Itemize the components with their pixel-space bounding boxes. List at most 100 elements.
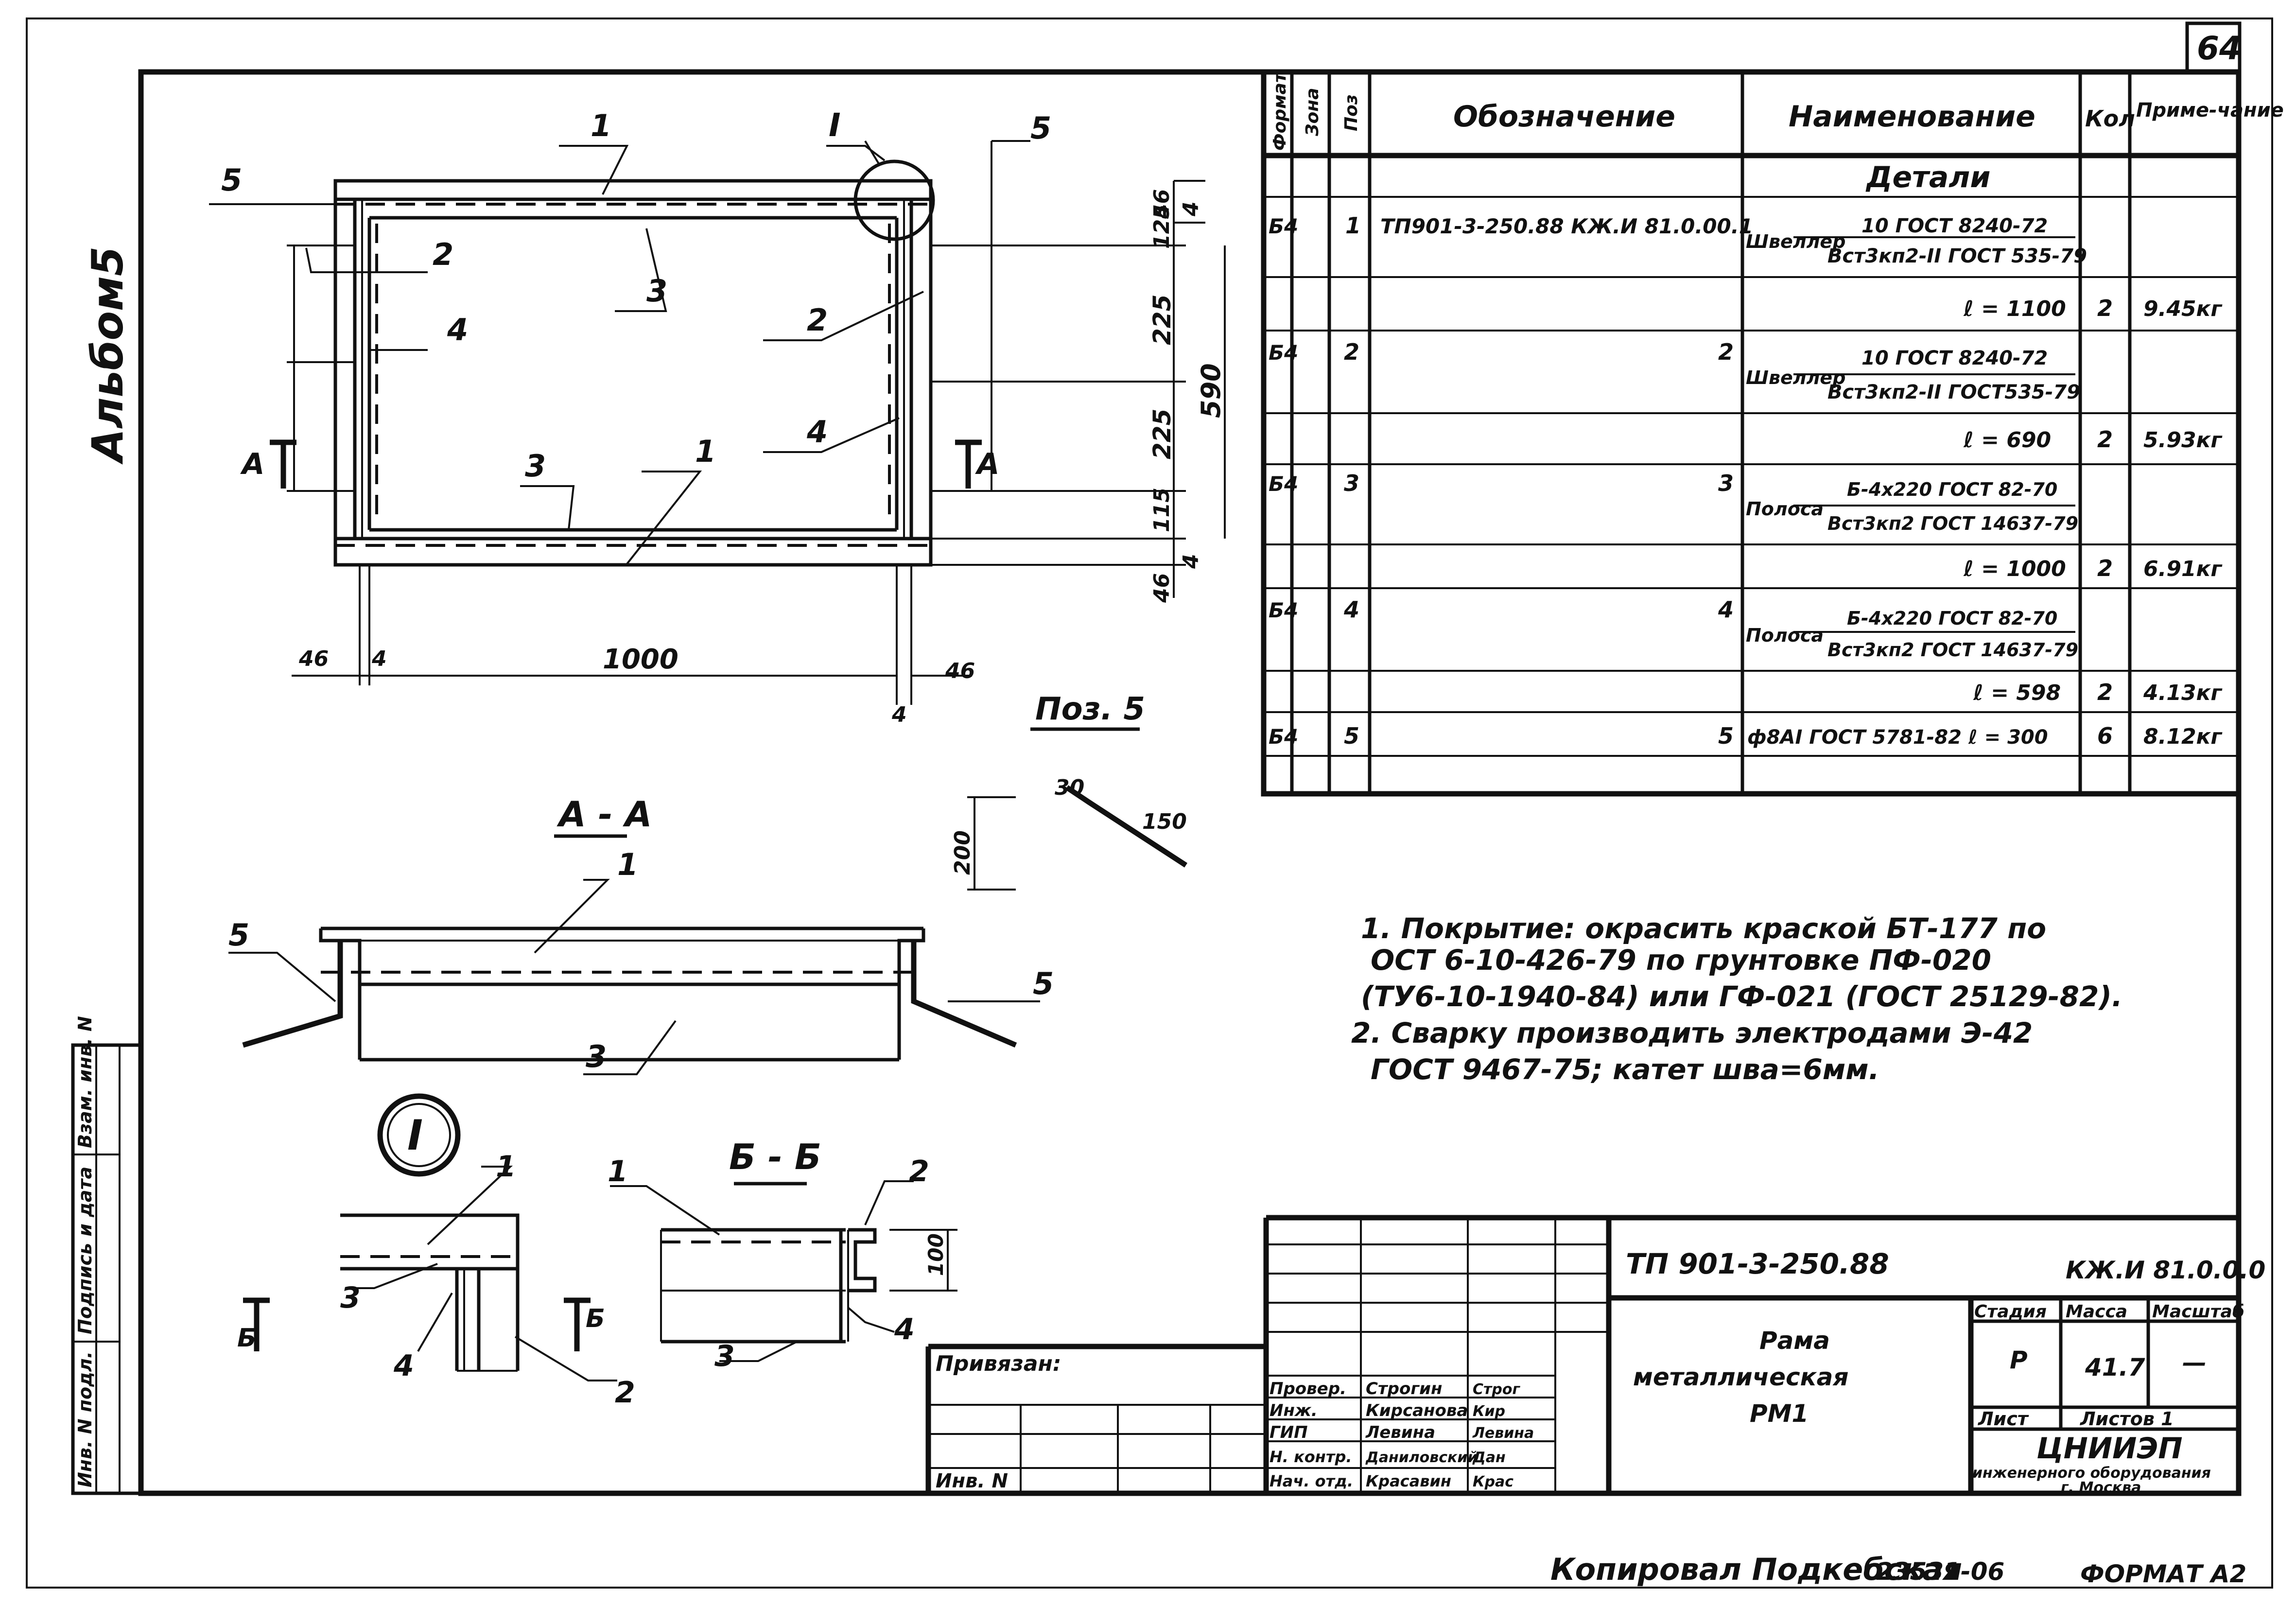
spec-row-1-qty: 2	[2097, 295, 2113, 321]
sign-name-3: Левина	[1365, 1423, 1435, 1442]
section-bb-view	[610, 1180, 957, 1362]
pos5-dim-200: 200	[950, 830, 975, 875]
spec-header-format: Формат	[1270, 71, 1290, 151]
spec-row-1-name-bottom: Вст3кп2-II ГОСТ 535-79	[1827, 245, 2087, 267]
spec-row-4-format: Б4	[1269, 598, 1298, 622]
pos5-dim-150: 150	[1142, 809, 1187, 834]
spec-row-2-qty: 2	[2097, 426, 2113, 453]
dim-1000: 1000	[603, 644, 678, 675]
spec-header-designation: Обозначение	[1453, 100, 1675, 134]
footer-copied-by: Копировал Подкебская	[1550, 1552, 1962, 1587]
title-stage-value: Р	[2010, 1346, 2028, 1374]
note-line-5: ГОСТ 9467-75; катет шва=6мм.	[1371, 1053, 1879, 1086]
spec-row-2-pos: 2	[1344, 339, 1359, 365]
dim-4-left: 4	[371, 647, 387, 671]
spec-header-qty: Кол	[2085, 105, 2135, 132]
sign-name-2: Кирсанова	[1366, 1401, 1468, 1420]
spec-row-3-name-prefix: Полоса	[1746, 498, 1824, 520]
dim-46-left: 46	[298, 647, 329, 671]
spec-row-3-name-bottom: Вст3кп2 ГОСТ 14637-79	[1827, 513, 2078, 534]
spec-row-3-designation: 3	[1718, 470, 1734, 496]
spec-header-pos: Поз	[1341, 94, 1361, 131]
pos5-view	[967, 727, 1187, 891]
sign-role-1: Провер.	[1270, 1379, 1346, 1398]
callout-3-bottom: 3	[525, 448, 546, 484]
note-line-4: 2. Сварку производить электродами Э-42	[1351, 1016, 2033, 1049]
stamp-inv-podl: Инв. N подл.	[74, 1351, 96, 1487]
dim-46-bottom: 46	[1149, 573, 1174, 603]
callout-4-right: 4	[806, 414, 828, 450]
title-inv-label: Инв. N	[936, 1470, 1008, 1492]
title-project-code: ТП 901-3-250.88	[1626, 1247, 1889, 1280]
album-label: Альбом5	[83, 246, 133, 465]
spec-header-note: Приме-чание	[2136, 99, 2284, 122]
dim-115: 115	[1149, 488, 1174, 532]
sign-name-4: Даниловский	[1365, 1449, 1478, 1466]
section-aa-view	[228, 834, 1040, 1075]
spec-row-3-name-top: Б-4х220 ГОСТ 82-70	[1847, 479, 2057, 500]
sign-role-3: ГИП	[1270, 1423, 1308, 1442]
section-aa-callout-1: 1	[617, 847, 638, 882]
section-mark-a-right: А	[975, 447, 999, 481]
section-aa-callout-5-right: 5	[1033, 966, 1054, 1001]
callout-3-center: 3	[646, 273, 667, 309]
section-aa-title: А - А	[557, 794, 652, 835]
footer-format: ФОРМАТ А2	[2080, 1560, 2246, 1588]
spec-table-grid	[1261, 69, 2242, 797]
dim-46-right: 46	[945, 659, 975, 683]
detail-i-view	[243, 1093, 617, 1381]
spec-row-1-pos: 1	[1345, 212, 1361, 239]
spec-row-1-name-prefix: Швеллер	[1746, 231, 1845, 252]
sign-mark-5: Крас	[1473, 1473, 1513, 1490]
spec-row-3-length: ℓ = 1000	[1963, 557, 2066, 581]
spec-row-2-name-prefix: Швеллер	[1746, 367, 1845, 388]
note-line-3: (ТУ6-10-1940-84) или ГФ-021 (ГОСТ 25129-…	[1361, 980, 2122, 1013]
spec-row-2-note: 5.93кг	[2143, 428, 2223, 453]
spec-row-2-designation: 2	[1718, 339, 1734, 365]
spec-row-4-note: 4.13кг	[2143, 681, 2223, 705]
spec-row-2-name-bottom: Вст3кп2-II ГОСТ535-79	[1827, 381, 2080, 403]
main-view	[209, 140, 1226, 705]
title-mass-label: Масса	[2066, 1302, 2127, 1322]
spec-row-5-name: ф8АI ГОСТ 5781-82 ℓ = 300	[1747, 726, 2048, 749]
spec-row-1-length: ℓ = 1100	[1963, 297, 2066, 321]
side-stamp: Инв. N подл. Подпись и дата Взам. инв. N	[71, 1016, 143, 1495]
dim-225-b: 225	[1148, 409, 1176, 459]
spec-row-3-pos: 3	[1344, 470, 1359, 496]
spec-row-5-note: 8.12кг	[2143, 724, 2223, 749]
spec-row-4-length: ℓ = 598	[1973, 681, 2061, 705]
title-name-line-2: металлическая	[1633, 1363, 1848, 1391]
callout-4-left: 4	[447, 312, 468, 348]
footer-order-number: 23531-06	[1876, 1557, 2004, 1586]
detail-i-callout-2: 2	[615, 1376, 635, 1410]
spec-row-3-note: 6.91кг	[2143, 557, 2223, 581]
spec-row-2-format: Б4	[1269, 341, 1298, 365]
stamp-signature-date: Подпись и дата	[74, 1167, 96, 1334]
title-sheet-code: КЖ.И 81.0.0.0	[2066, 1256, 2265, 1284]
callout-2-right: 2	[807, 302, 828, 338]
sign-role-4: Н. контр.	[1270, 1448, 1352, 1466]
spec-row-3-qty: 2	[2097, 555, 2113, 581]
dim-4-bottom: 4	[1179, 554, 1203, 569]
spec-row-5-format: Б4	[1269, 725, 1298, 749]
sign-mark-1: Строг	[1473, 1381, 1520, 1398]
page-number: 64	[2197, 30, 2242, 67]
spec-row-2-name-top: 10 ГОСТ 8240-72	[1861, 347, 2048, 369]
detail-i-callout-4: 4	[393, 1349, 414, 1383]
frame-outline	[333, 179, 933, 567]
sign-mark-2: Кир	[1473, 1403, 1505, 1420]
section-bb-callout-4: 4	[894, 1312, 915, 1346]
spec-row-4-name-top: Б-4х220 ГОСТ 82-70	[1847, 608, 2057, 629]
sheet-trim-border	[26, 17, 2273, 1589]
note-line-2: ОСТ 6-10-426-79 по грунтовке ПФ-020	[1371, 944, 1991, 977]
dim-4-top: 4	[1179, 201, 1203, 217]
detail-i-title: I	[407, 1111, 423, 1160]
section-aa-callout-3: 3	[586, 1039, 607, 1074]
section-mark-b-left: Б	[237, 1324, 257, 1353]
spec-row-5-designation: 5	[1718, 723, 1734, 749]
title-linked-label: Привязан:	[936, 1351, 1061, 1376]
spec-row-1-note: 9.45кг	[2143, 297, 2223, 321]
spec-row-4-name-bottom: Вст3кп2 ГОСТ 14637-79	[1827, 639, 2078, 661]
title-name-line-3: РМ1	[1750, 1399, 1809, 1428]
section-mark-a-left: А	[240, 447, 264, 481]
